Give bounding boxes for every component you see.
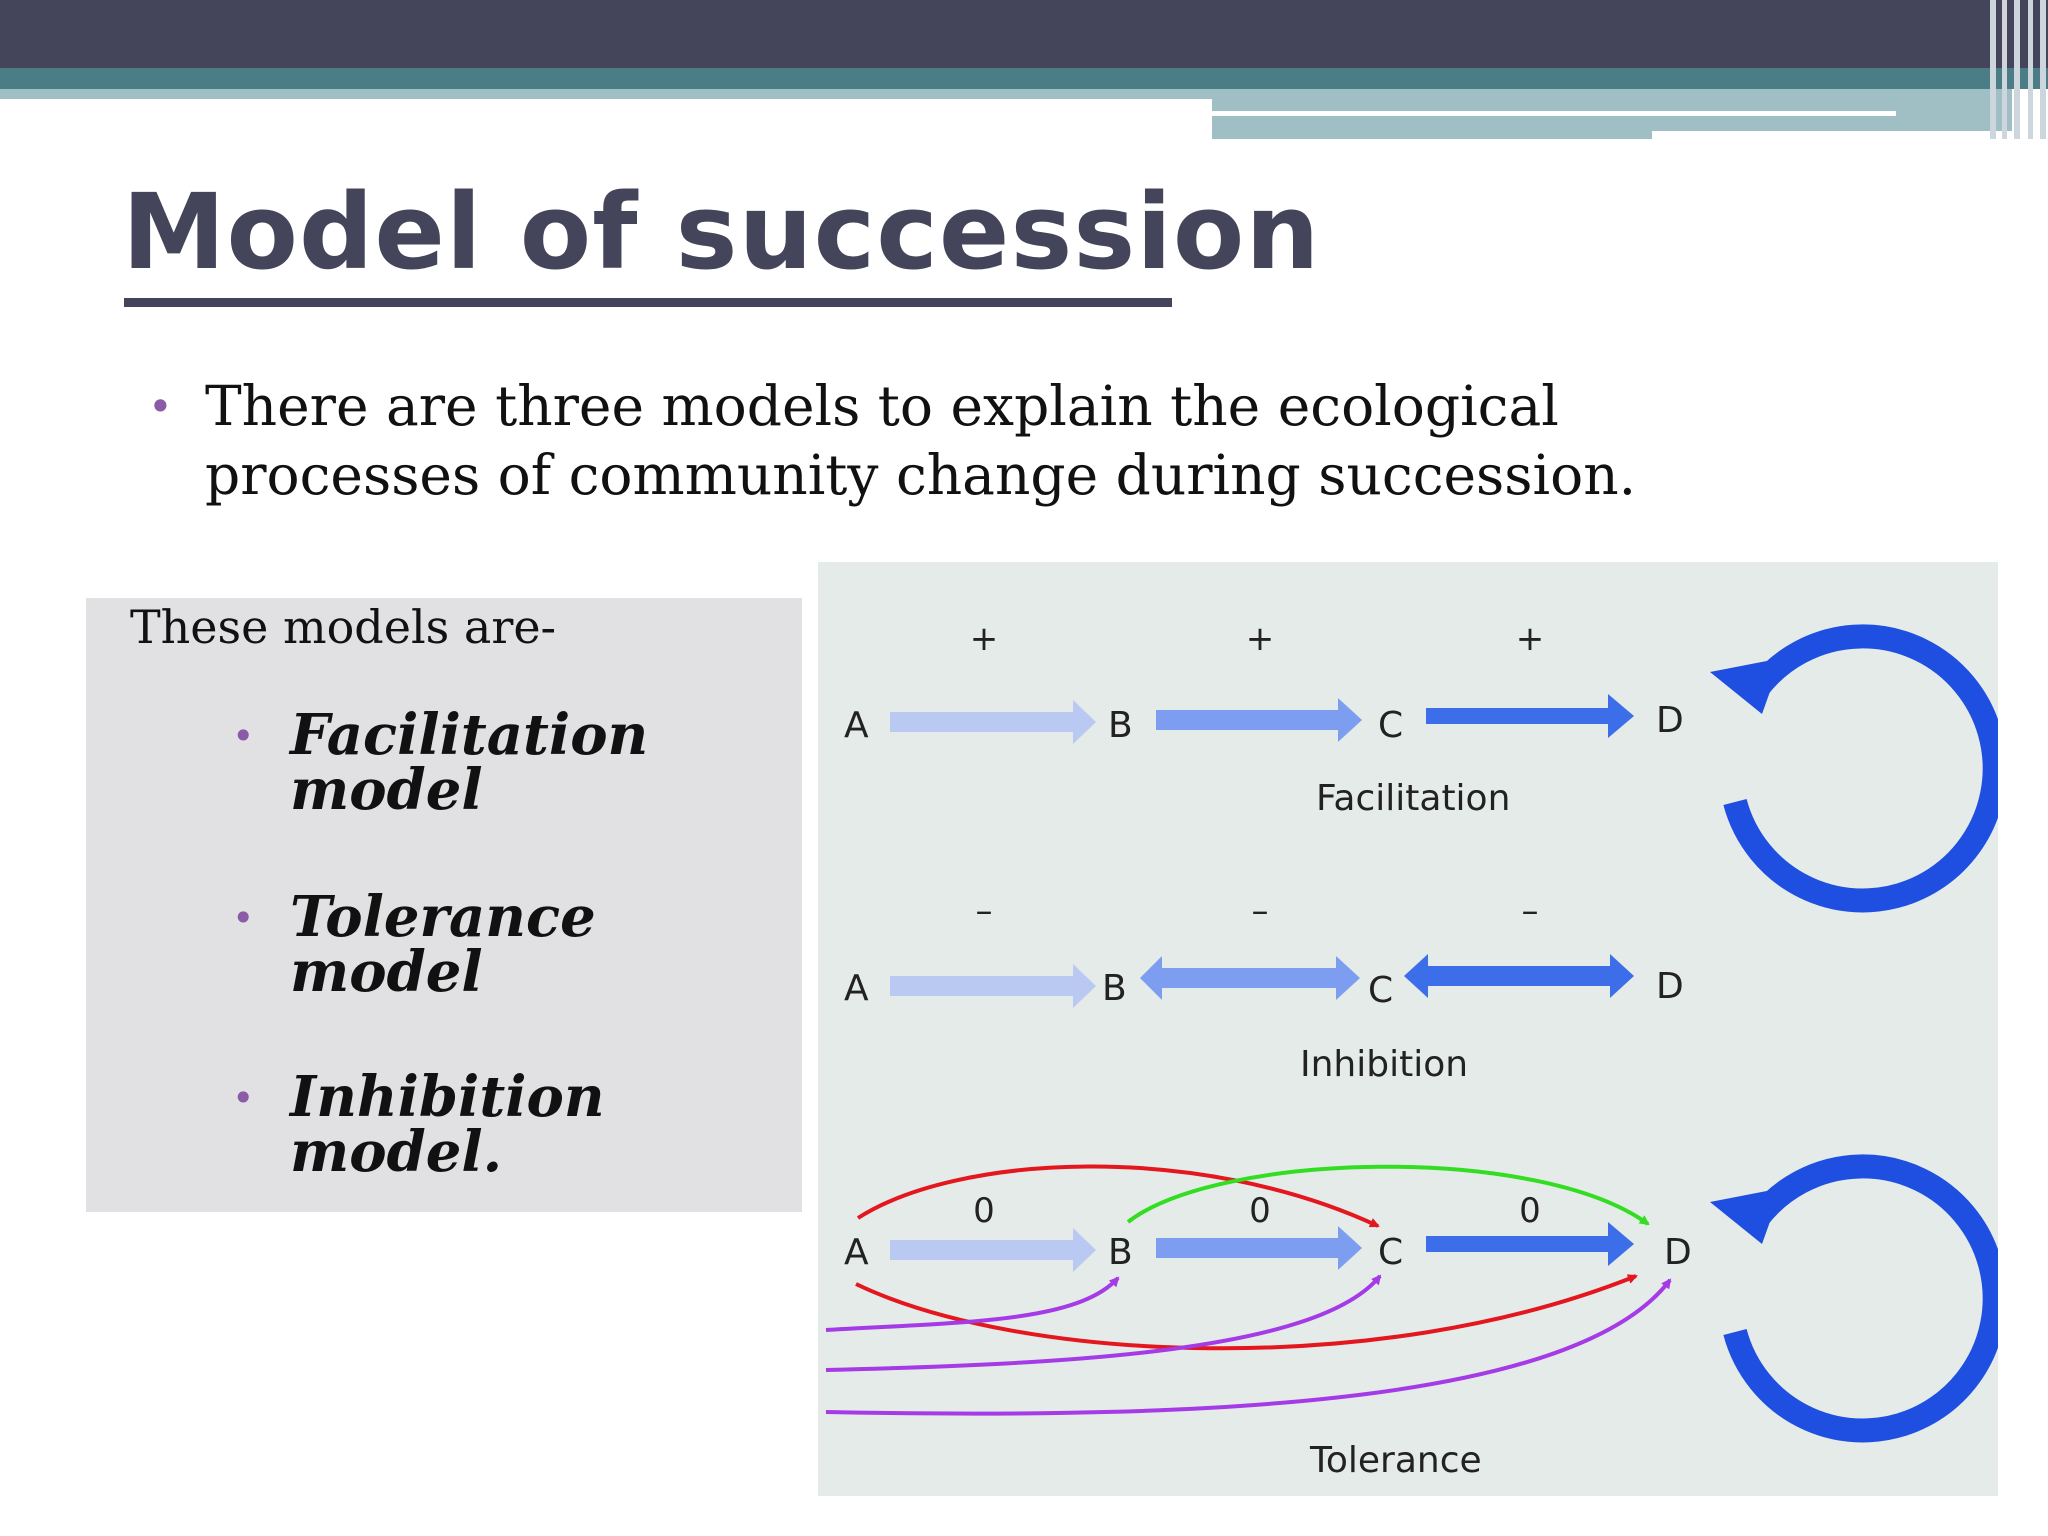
succession-models-diagram: + + + A B C D Facilitation – – – A B C D	[818, 562, 1998, 1496]
row3-node-d: D	[1664, 1232, 1692, 1273]
bullet-dot: •	[232, 896, 255, 940]
row1-node-b: B	[1108, 705, 1133, 746]
purple-arc-to-b	[825, 1276, 1120, 1332]
tolerance-caption: Tolerance	[1309, 1440, 1482, 1481]
row1-node-c: C	[1378, 705, 1403, 746]
purple-arc-to-c	[825, 1274, 1382, 1372]
arrow-a-to-b	[890, 1228, 1096, 1272]
row2-sign: –	[1252, 891, 1269, 931]
row2-node-d: D	[1656, 966, 1684, 1007]
title-underline	[124, 298, 1172, 307]
row1-sign: +	[1516, 619, 1545, 659]
arrow-a-to-b	[890, 964, 1096, 1008]
facilitation-caption: Facilitation	[1316, 778, 1510, 819]
row3-node-b: B	[1108, 1232, 1133, 1273]
model-label: Facilitation model	[290, 702, 649, 823]
row3-node-c: C	[1378, 1232, 1403, 1273]
row2-sign: –	[976, 891, 993, 931]
models-box: These models are- • Facilitation model •…	[86, 598, 802, 1212]
row1-node-d: D	[1656, 700, 1684, 741]
bullet-dot: •	[232, 1076, 255, 1120]
header-accent-line	[1652, 131, 2012, 139]
row1-sign: +	[1246, 619, 1275, 659]
green-arc-b-to-d	[1126, 1164, 1650, 1226]
arrow-c-to-d	[1426, 694, 1634, 738]
tolerance-row: 0 0 0 A B C D Tolerance	[825, 1154, 1998, 1481]
red-arc-a-to-c	[856, 1164, 1380, 1228]
row2-node-b: B	[1102, 968, 1127, 1009]
header-accent-stripe-left	[0, 89, 1212, 99]
row2-node-c: C	[1368, 970, 1393, 1011]
header-corner-stripes	[1988, 0, 2048, 139]
double-arrow-c-d	[1404, 954, 1634, 998]
arrow-b-to-c	[1156, 1226, 1362, 1270]
header-bar	[0, 0, 2048, 68]
row1-node-a: A	[844, 705, 869, 746]
row2-node-a: A	[844, 968, 869, 1009]
header-accent-band	[0, 68, 2048, 89]
model-label: Tolerance model	[290, 884, 596, 1005]
facilitation-row: + + + A B C D Facilitation	[844, 619, 1998, 913]
row2-sign: –	[1522, 891, 1539, 931]
header-accent-stripe-right	[1212, 89, 2012, 139]
arrow-b-to-c	[1156, 698, 1362, 742]
inhibition-caption: Inhibition	[1300, 1044, 1468, 1085]
double-arrow-b-c	[1140, 956, 1360, 1000]
row3-sign: 0	[1249, 1191, 1271, 1231]
model-label: Inhibition model.	[290, 1064, 605, 1185]
row3-sign: 0	[1519, 1191, 1541, 1231]
models-heading: These models are-	[130, 600, 557, 654]
bullet-dot: •	[148, 382, 173, 431]
row3-node-a: A	[844, 1232, 869, 1273]
inhibition-row: – – – A B C D Inhibition	[844, 891, 1684, 1085]
self-replacement-cycle-icon	[1710, 1154, 1998, 1443]
header-accent-line	[1212, 111, 1896, 116]
arrow-c-to-d	[1426, 1222, 1634, 1266]
arrow-a-to-b	[890, 700, 1096, 744]
row1-sign: +	[970, 619, 999, 659]
bullet-dot: •	[232, 714, 255, 758]
purple-arc-to-d	[825, 1278, 1672, 1416]
red-arc-a-to-d	[855, 1274, 1638, 1351]
self-replacement-cycle-icon	[1710, 624, 1998, 913]
slide-title: Model of succession	[122, 171, 1321, 293]
intro-text: There are three models to explain the ec…	[205, 374, 1637, 507]
row3-sign: 0	[973, 1191, 995, 1231]
